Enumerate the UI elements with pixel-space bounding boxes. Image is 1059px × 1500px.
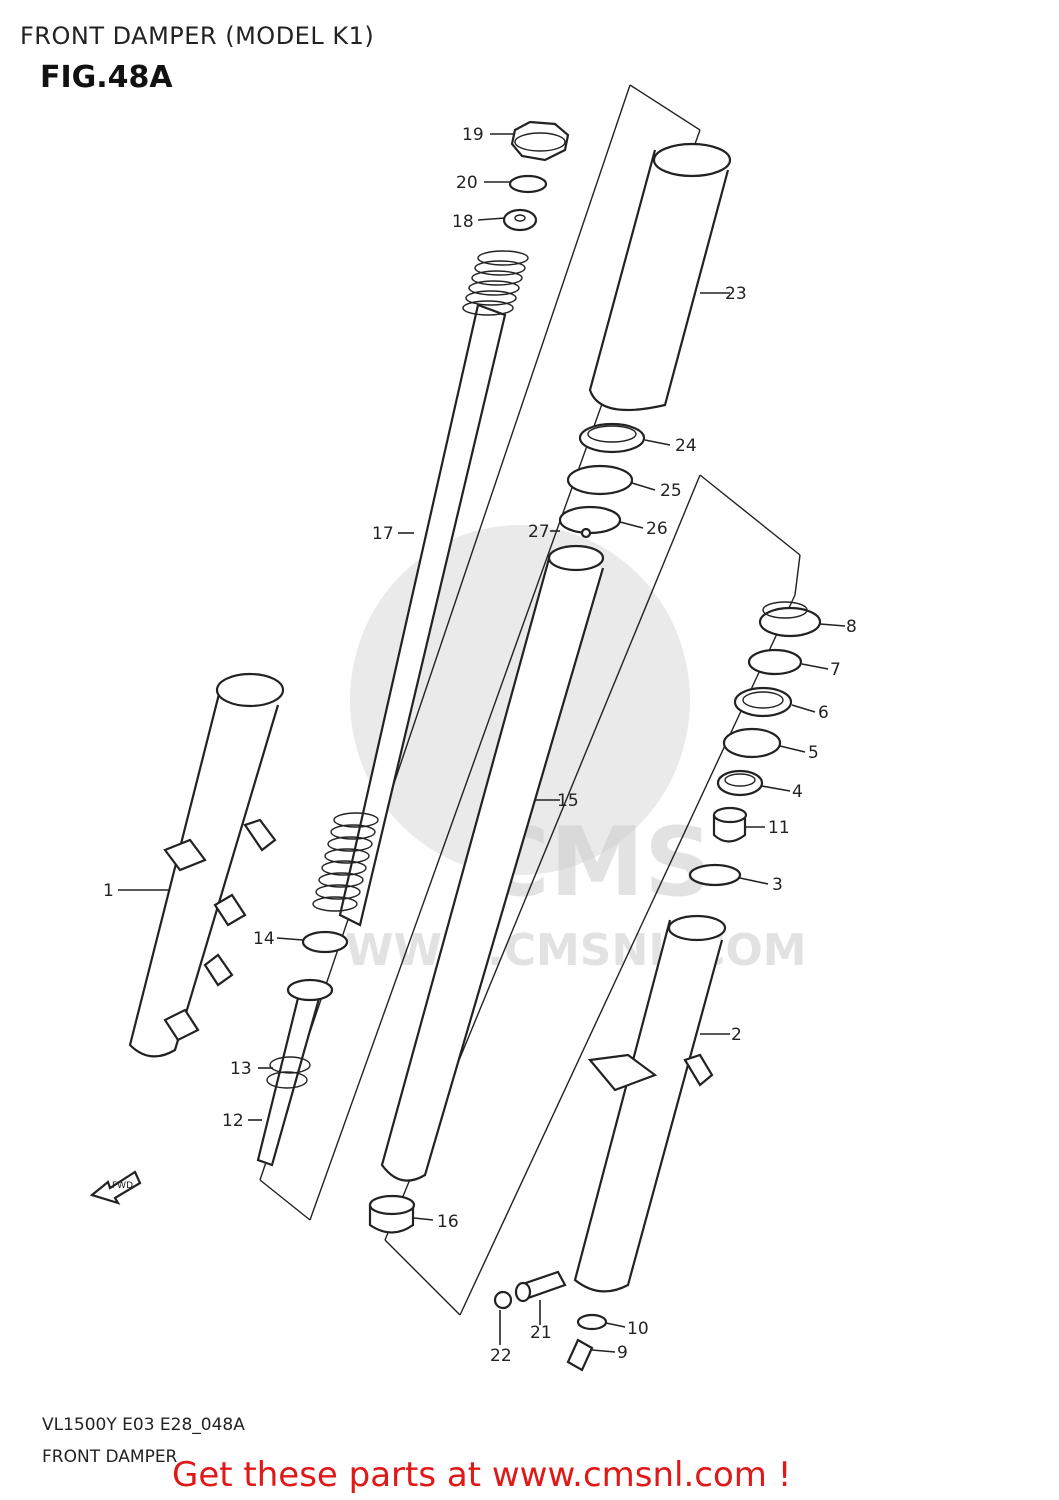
figure-number: FIG.48A	[40, 60, 173, 95]
part-3-snap-ring	[688, 863, 742, 887]
part-1-outer-tube-left	[128, 672, 285, 1058]
callout-8: 8	[846, 617, 857, 637]
part-23-outer-tube	[588, 142, 732, 412]
part-24-ring	[578, 422, 646, 454]
part-20-o-ring	[508, 174, 548, 194]
part-16-bushing	[368, 1194, 416, 1234]
part-15-inner-tube	[380, 544, 605, 1182]
callout-25: 25	[660, 481, 682, 501]
callout-4: 4	[792, 782, 803, 802]
callout-22: 22	[490, 1346, 512, 1366]
callout-18: 18	[452, 212, 474, 232]
cta-link[interactable]: Get these parts at www.cmsnl.com !	[172, 1455, 792, 1495]
part-12-oil-lock-piece	[256, 978, 334, 1167]
watermark-url: WWW.CMSNL.COM	[345, 925, 807, 976]
callout-9: 9	[617, 1343, 628, 1363]
part-8-dust-seal	[758, 601, 822, 638]
callout-14: 14	[253, 929, 275, 949]
part-11-seat	[712, 806, 748, 843]
callout-19: 19	[462, 125, 484, 145]
fwd-label: FWD	[112, 1181, 133, 1191]
part-2-outer-tube-right	[573, 914, 727, 1293]
callout-12: 12	[222, 1111, 244, 1131]
part-7-stopper-ring	[747, 648, 803, 676]
callout-labels: 19 20 18 23 17 24 25 26 27 15 8 7 6 5 4 …	[103, 125, 857, 1366]
part-19-cap-bolt	[510, 120, 570, 162]
callout-27: 27	[528, 522, 550, 542]
part-10-gasket	[576, 1313, 608, 1331]
part-14-ring	[301, 930, 349, 954]
callout-6: 6	[818, 703, 829, 723]
leader-lines	[118, 133, 846, 1353]
part-25-ring	[566, 464, 634, 496]
part-6-oil-seal	[733, 686, 793, 718]
callout-13: 13	[230, 1059, 252, 1079]
callout-10: 10	[627, 1319, 649, 1339]
part-5-retainer	[722, 727, 782, 759]
callout-24: 24	[675, 436, 697, 456]
part-18-spacer	[502, 208, 538, 232]
part-26-clip	[558, 505, 622, 539]
diagram-name: FRONT DAMPER	[42, 1447, 178, 1467]
callout-3: 3	[772, 875, 783, 895]
callout-1: 1	[103, 881, 114, 901]
part-17-damper-rod	[312, 250, 529, 927]
diagram-code: VL1500Y E03 E28_048A	[42, 1415, 245, 1435]
callout-7: 7	[830, 660, 841, 680]
callout-26: 26	[646, 519, 668, 539]
part-22-plug	[493, 1290, 513, 1310]
page-title: FRONT DAMPER (MODEL K1)	[20, 22, 375, 50]
fwd-arrow-icon: FWD	[89, 1170, 142, 1205]
callout-23: 23	[725, 284, 747, 304]
callout-16: 16	[437, 1212, 459, 1232]
part-21-bolt	[514, 1270, 567, 1303]
callout-17: 17	[372, 524, 394, 544]
callout-2: 2	[731, 1025, 742, 1045]
part-9-drain-bolt	[566, 1338, 594, 1372]
callout-20: 20	[456, 173, 478, 193]
part-4-guide-metal	[716, 769, 764, 797]
part-13-piston-ring	[266, 1056, 311, 1089]
callout-11: 11	[768, 818, 790, 838]
callout-15: 15	[557, 791, 579, 811]
callout-21: 21	[530, 1323, 552, 1343]
callout-5: 5	[808, 743, 819, 763]
